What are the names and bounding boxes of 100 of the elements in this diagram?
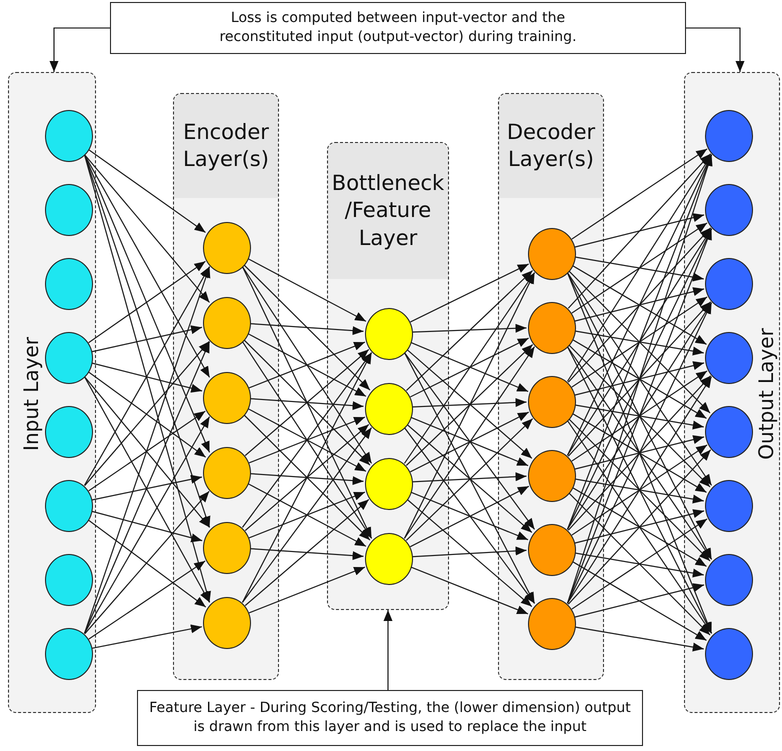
arrow — [572, 148, 708, 240]
arrow — [575, 404, 704, 430]
arrow — [568, 270, 710, 414]
layer-panel — [327, 142, 449, 610]
arrow — [572, 370, 708, 462]
arrow — [410, 263, 529, 323]
layer-title: Input Layer — [19, 336, 43, 450]
arrow — [575, 552, 704, 578]
neuron-circle — [203, 522, 251, 574]
neuron-circle — [705, 554, 753, 606]
arrow — [88, 520, 206, 608]
layer-panel — [684, 72, 780, 713]
arrow — [84, 490, 210, 634]
arrow — [250, 323, 364, 336]
arrow — [567, 346, 712, 560]
arrow — [568, 227, 712, 383]
neuron-circle — [705, 184, 753, 236]
arrow — [412, 324, 527, 333]
arrow — [566, 228, 712, 530]
arrow — [88, 371, 206, 458]
arrow — [572, 265, 707, 345]
arrow — [242, 266, 372, 539]
arrow — [84, 376, 210, 603]
arrow — [250, 398, 364, 410]
neuron-circle — [705, 332, 753, 384]
arrow — [412, 546, 527, 558]
arrow — [50, 27, 110, 72]
arrow — [84, 416, 210, 634]
neuron-circle — [203, 597, 251, 649]
arrow — [568, 375, 712, 531]
arrow — [406, 270, 533, 391]
arrow — [84, 154, 210, 378]
layer-panel — [498, 93, 604, 680]
arrow — [84, 266, 210, 634]
arrow — [572, 561, 707, 641]
arrow — [574, 583, 704, 618]
arrow — [248, 492, 366, 538]
neuron-circle — [528, 450, 576, 502]
neuron-circle — [45, 406, 93, 458]
arrow — [248, 342, 366, 388]
neuron-circle — [528, 302, 576, 354]
arrow — [566, 154, 712, 530]
arrow — [572, 518, 708, 610]
layer-panel — [173, 93, 279, 680]
arrow — [248, 408, 366, 472]
arrow — [574, 361, 704, 396]
arrow — [244, 264, 370, 390]
arrow — [404, 427, 535, 604]
arrow — [410, 416, 528, 466]
arrow — [575, 256, 704, 282]
arrow — [410, 486, 530, 548]
arrow — [404, 352, 536, 604]
arrow — [567, 376, 712, 604]
arrow — [574, 213, 704, 248]
neuron-circle — [365, 458, 413, 510]
arrow — [406, 499, 532, 607]
neuron-circle — [705, 110, 753, 162]
arrow — [248, 416, 366, 464]
arrow — [410, 412, 530, 472]
arrow — [574, 287, 704, 322]
arrow — [248, 333, 366, 397]
arrow — [568, 449, 712, 605]
note-box: Feature Layer - During Scoring/Testing, the (lower dimension) output is drawn from this layer and is used to replace the input — [137, 690, 643, 746]
arrow — [410, 342, 528, 392]
neuron-circle — [45, 480, 93, 532]
arrow — [242, 427, 372, 603]
layer-title: Output Layer — [754, 328, 778, 460]
arrow — [92, 474, 202, 501]
neuron-circle — [528, 228, 576, 280]
arrow — [572, 487, 707, 567]
arrow — [92, 362, 202, 393]
neuron-circle — [705, 480, 753, 532]
arrow — [566, 346, 712, 634]
neuron-circle — [365, 308, 413, 360]
arrow — [404, 272, 536, 539]
layer-header: Encoder Layer(s) — [174, 94, 278, 198]
neuron-circle — [528, 376, 576, 428]
neuron-circle — [705, 628, 753, 680]
arrow — [248, 483, 366, 547]
arrow — [84, 154, 211, 603]
arrow — [572, 413, 707, 493]
neuron-circle — [45, 258, 93, 310]
arrow — [84, 154, 210, 528]
arrow — [568, 301, 712, 457]
arrow — [244, 349, 370, 456]
arrow — [572, 222, 708, 314]
arrow — [566, 154, 712, 456]
arrow — [567, 302, 712, 530]
neuron-circle — [203, 372, 251, 424]
arrow — [575, 626, 704, 652]
neuron-circle — [45, 110, 93, 162]
arrow — [568, 492, 710, 636]
arrow — [248, 566, 366, 614]
arrow — [410, 338, 529, 398]
arrow — [574, 509, 704, 544]
arrow — [567, 420, 712, 634]
arrow — [568, 418, 710, 562]
arrow — [572, 339, 707, 419]
arrow — [84, 376, 210, 528]
arrow — [244, 424, 370, 531]
